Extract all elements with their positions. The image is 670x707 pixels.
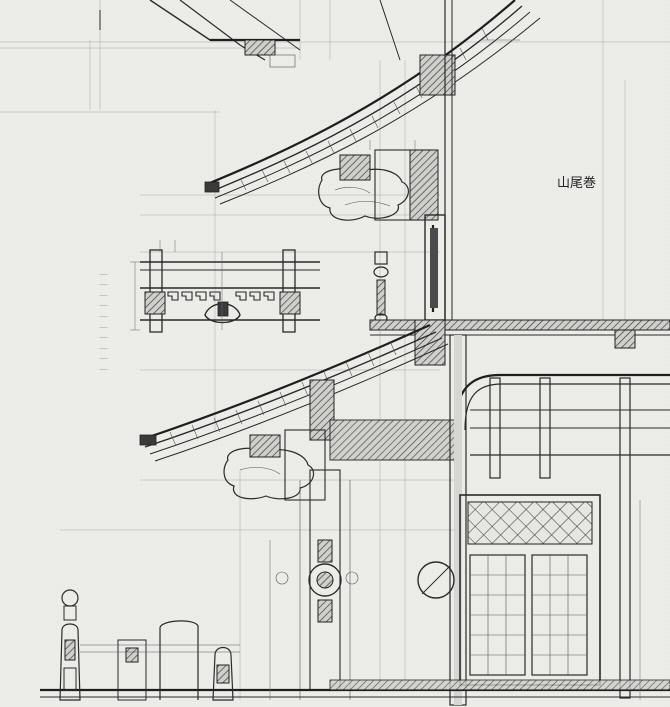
- upper-eaves: [99, 0, 401, 68]
- dimension-marks: [130, 39, 641, 700]
- construction-notes: ｜ ｜ ｜ ｜ ｜ ｜ ｜ ｜ ｜ ｜: [8, 270, 108, 420]
- lower-roof-section: [139, 323, 449, 462]
- note-column-marks: ｜ ｜ ｜ ｜ ｜ ｜ ｜ ｜ ｜ ｜: [99, 270, 108, 373]
- lattice-window: [417, 494, 601, 686]
- floor-beam: [369, 319, 670, 366]
- central-post: [424, 0, 453, 321]
- curved-rail: [449, 334, 670, 706]
- balustrade: [140, 249, 320, 333]
- lower-cloud-bracket: [223, 419, 461, 501]
- ornamental-column: [275, 469, 359, 700]
- ground-line: [40, 679, 670, 698]
- upper-roof-section: [204, 0, 541, 205]
- finial-posts: [59, 589, 240, 701]
- annotation-title: 山尾巻: [557, 176, 597, 191]
- upper-cloud-bracket: [318, 149, 439, 221]
